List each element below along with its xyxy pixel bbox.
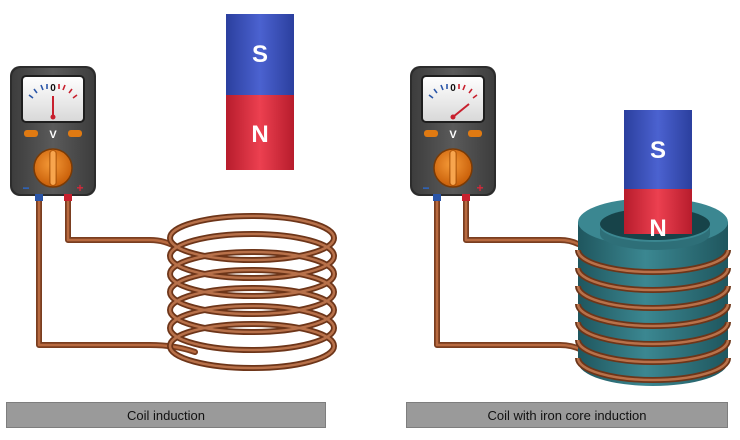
right-voltmeter-unit-label: V xyxy=(449,129,457,141)
right-magnet: S N xyxy=(624,110,692,242)
left-panel: S N 0 V xyxy=(10,14,337,371)
left-voltmeter-unit-label: V xyxy=(49,129,57,141)
right-magnet-north-pole xyxy=(624,189,692,234)
right-coil xyxy=(575,249,731,383)
caption-iron-core-induction: Coil with iron core induction xyxy=(406,402,728,428)
right-magnet-north-label: N xyxy=(649,215,666,242)
right-voltmeter-minus-label: − xyxy=(422,181,429,195)
right-voltmeter-button-right xyxy=(468,130,482,137)
left-terminal-positive xyxy=(64,194,72,201)
left-voltmeter-button-right xyxy=(68,130,82,137)
left-magnet-north-label: N xyxy=(251,121,268,148)
right-voltmeter-needle xyxy=(452,103,470,118)
right-terminal-negative xyxy=(433,194,441,201)
right-voltmeter-dial xyxy=(421,75,485,123)
right-terminal-positive xyxy=(462,194,470,201)
right-panel: S N xyxy=(410,66,731,386)
right-voltmeter-scale xyxy=(428,84,478,99)
left-voltmeter-button-left xyxy=(24,130,38,137)
right-wire-positive xyxy=(463,197,581,247)
left-coil xyxy=(167,213,337,371)
right-voltmeter: 0 V − + xyxy=(410,66,496,201)
right-wires xyxy=(434,197,585,353)
left-magnet-south-label: S xyxy=(252,41,268,68)
left-voltmeter: 0 V − + xyxy=(10,66,96,201)
right-voltmeter-button-left xyxy=(424,130,438,137)
right-magnet-south-label: S xyxy=(650,137,666,164)
right-voltmeter-plus-label: + xyxy=(476,181,483,195)
left-magnet: S N xyxy=(226,14,294,170)
left-voltmeter-minus-label: − xyxy=(22,181,29,195)
left-magnet-south-pole xyxy=(226,14,294,95)
left-magnet-north-pole xyxy=(226,95,294,170)
right-voltmeter-zero-label: 0 xyxy=(450,83,456,94)
left-terminal-negative xyxy=(35,194,43,201)
right-magnet-south-pole xyxy=(624,110,692,189)
left-voltmeter-plus-label: + xyxy=(76,181,83,195)
left-voltmeter-scale xyxy=(28,84,78,99)
left-voltmeter-zero-label: 0 xyxy=(50,83,56,94)
caption-coil-induction: Coil induction xyxy=(6,402,326,428)
right-wire-negative xyxy=(434,197,585,353)
